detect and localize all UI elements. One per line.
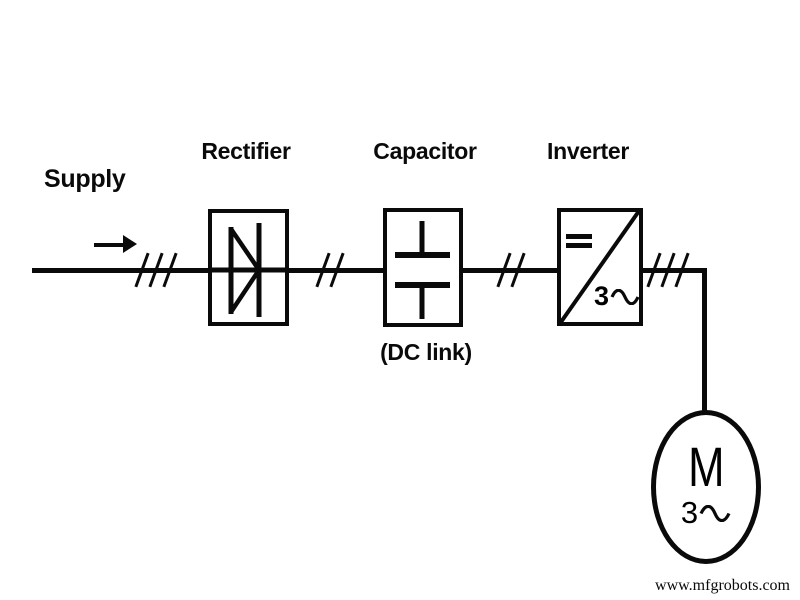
inverter-label: Inverter <box>547 138 629 164</box>
motor-letter: M <box>687 434 725 498</box>
wire-capacitor-to-inverter <box>463 268 557 273</box>
inverter-phase-number: 3 <box>594 281 610 311</box>
rectifier-block <box>208 209 289 326</box>
sine-wave-icon <box>610 288 640 305</box>
rectifier-label: Rectifier <box>201 138 291 164</box>
motor-phase-label: 3 <box>681 495 731 531</box>
capacitor-symbol-icon <box>395 221 450 319</box>
motor-circle: M 3 <box>651 410 761 564</box>
conductor-tick <box>148 252 164 288</box>
dc-equals-bar <box>566 234 592 239</box>
wire-supply-to-rectifier <box>32 268 208 273</box>
inverter-phase-label: 3 <box>594 281 640 312</box>
conductor-ticks-dc-1 <box>315 252 345 288</box>
sine-wave-icon <box>699 504 731 522</box>
conductor-ticks-supply <box>134 252 178 288</box>
dc-link-label: (DC link) <box>380 339 472 365</box>
diode-symbol-icon <box>211 223 286 317</box>
conductor-ticks-dc-2 <box>496 252 526 288</box>
flow-arrow-shaft <box>94 243 124 247</box>
flow-arrow-icon <box>123 235 137 253</box>
inverter-block <box>557 208 643 326</box>
supply-label: Supply <box>44 165 126 193</box>
conductor-tick <box>660 252 676 288</box>
wire-corner-to-motor <box>702 268 707 413</box>
wire-inverter-to-corner <box>643 268 707 273</box>
conductor-ticks-motor <box>646 252 690 288</box>
dc-equals-bar <box>566 243 592 248</box>
watermark-text: www.mfgrobots.com <box>655 577 790 594</box>
motor-phase-number: 3 <box>680 495 699 531</box>
capacitor-label: Capacitor <box>373 138 477 164</box>
capacitor-block <box>383 208 463 327</box>
inverter-diagonal-icon <box>559 209 641 324</box>
dc-equals-icon <box>566 234 592 252</box>
